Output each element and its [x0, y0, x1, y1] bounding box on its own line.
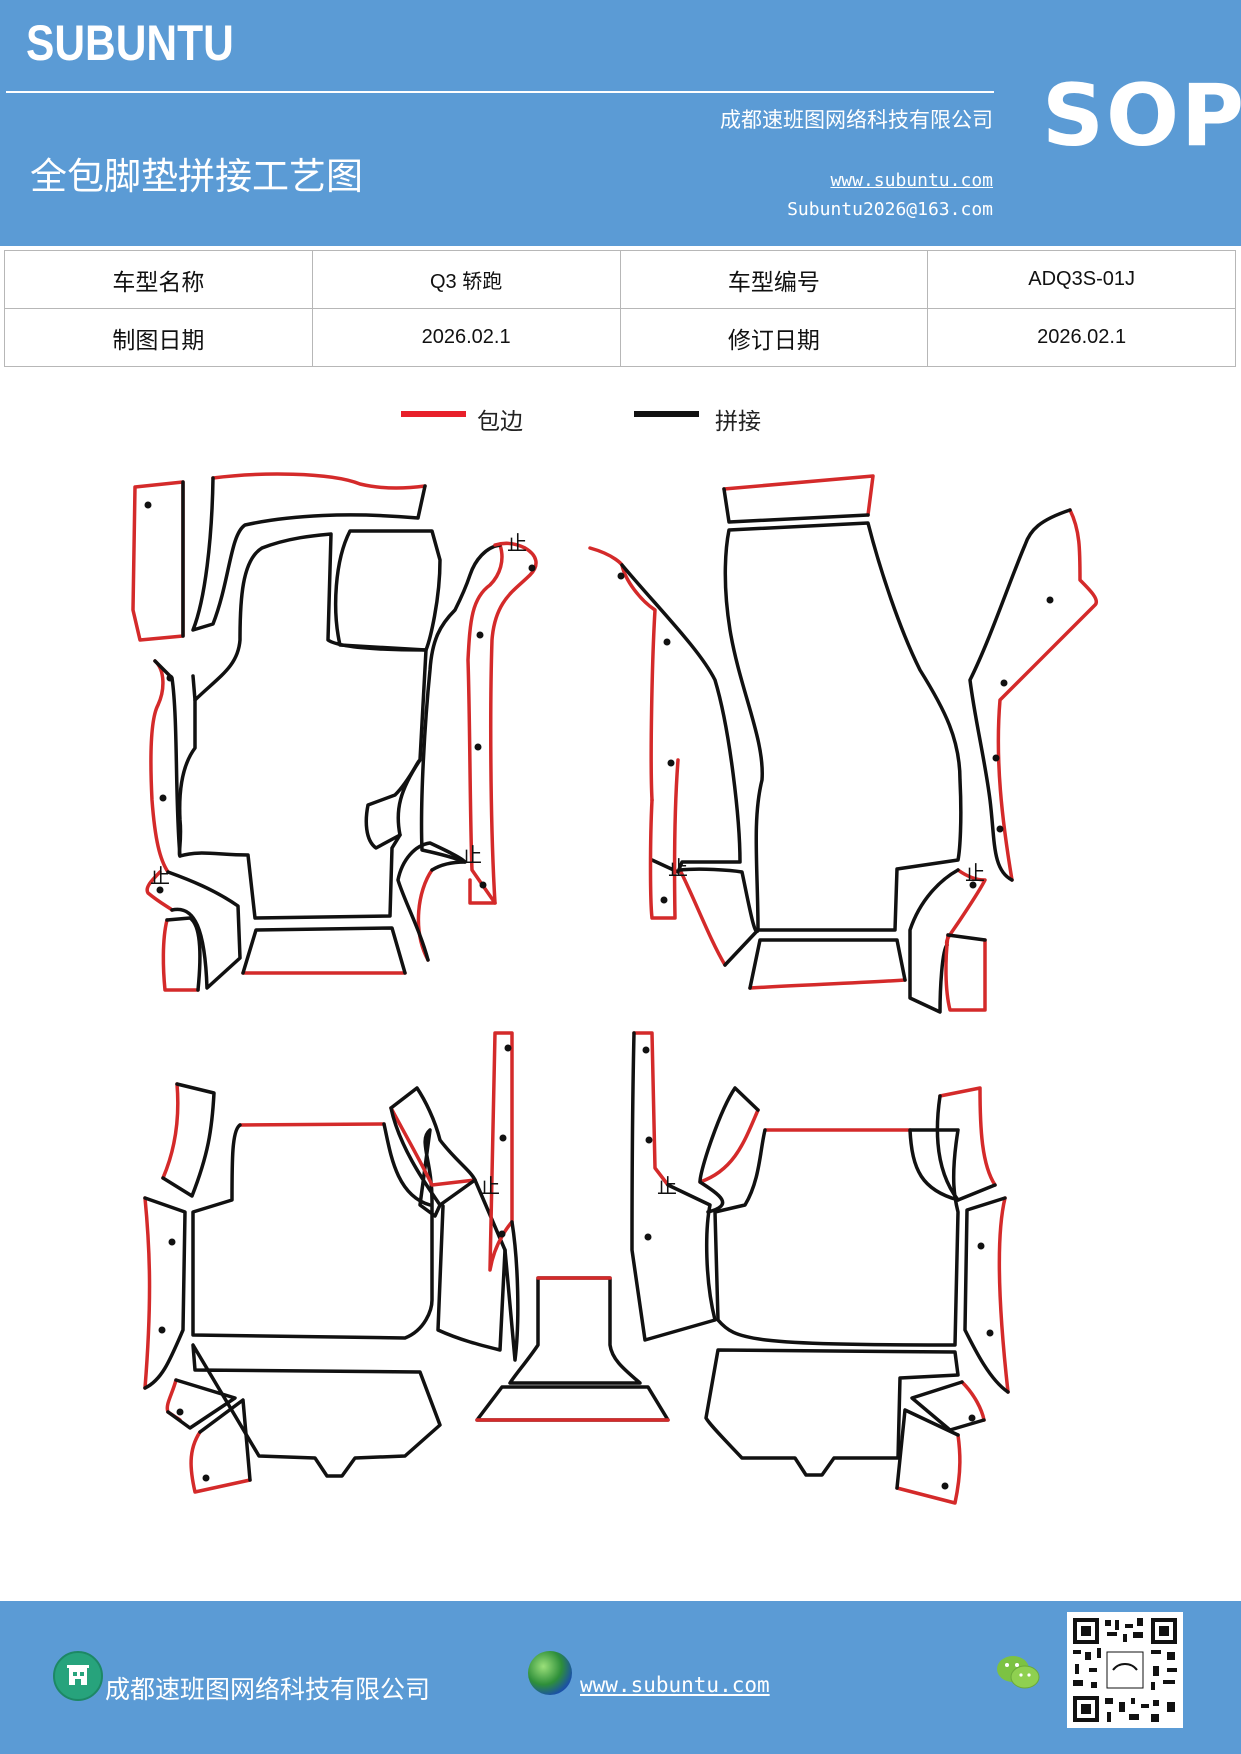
model-name-label: 车型名称	[4, 250, 313, 309]
stop-marks: 止 止 止 止 止 止 止	[150, 531, 985, 1198]
building-icon	[53, 1651, 103, 1701]
stop-mark: 止	[668, 856, 688, 880]
model-code-label: 车型编号	[619, 250, 929, 309]
model-code-value: ADQ3S-01J	[927, 250, 1236, 309]
stop-mark: 止	[480, 1174, 500, 1198]
page-header: SUBUNTU 成都速班图网络科技有限公司 全包脚垫拼接工艺图 www.subu…	[0, 0, 1241, 246]
brand-logo: SUBUNTU	[26, 15, 234, 71]
dot-markers	[144, 501, 1054, 1490]
footer-company: 成都速班图网络科技有限公司	[105, 1675, 431, 1704]
legend-label-edge: 包边	[477, 409, 523, 435]
wechat-icon[interactable]	[996, 1653, 1042, 1693]
header-divider	[6, 91, 994, 93]
document-title: 全包脚垫拼接工艺图	[30, 155, 363, 198]
revision-date-value: 2026.02.1	[927, 308, 1236, 367]
header-website-link[interactable]: www.subuntu.com	[830, 170, 993, 191]
front-left-mat-group	[131, 472, 538, 992]
draw-date-label: 制图日期	[4, 308, 313, 367]
legend-swatch-edge	[401, 411, 466, 417]
rear-right-mat-group	[630, 1031, 1010, 1505]
stop-mark: 止	[657, 1174, 677, 1198]
footer-website-link[interactable]: www.subuntu.com	[580, 1673, 770, 1697]
draw-date-value: 2026.02.1	[311, 308, 621, 367]
front-right-mat-group	[588, 474, 1098, 1014]
table-row: 车型名称 Q3 轿跑 车型编号 ADQ3S-01J	[4, 250, 1236, 309]
header-email: Subuntu2026@163.com	[787, 199, 993, 220]
revision-date-label: 修订日期	[619, 308, 929, 367]
floor-mat-diagram: 止 止 止 止 止 止 止	[131, 472, 1098, 1505]
model-name-value: Q3 轿跑	[311, 250, 621, 309]
stop-mark: 止	[965, 861, 985, 885]
legend: 包边 拼接	[0, 400, 1241, 440]
stop-mark: 止	[507, 531, 527, 555]
legend-label-seam: 拼接	[715, 409, 761, 435]
stop-mark: 止	[462, 843, 482, 867]
info-table: 车型名称 Q3 轿跑 车型编号 ADQ3S-01J 制图日期 2026.02.1…	[4, 250, 1236, 367]
qr-code	[1067, 1612, 1183, 1728]
table-row: 制图日期 2026.02.1 修订日期 2026.02.1	[4, 308, 1236, 367]
page-footer: 成都速班图网络科技有限公司 www.subuntu.com	[0, 1601, 1241, 1754]
stop-mark: 止	[150, 864, 170, 888]
legend-swatch-seam	[634, 411, 699, 417]
sop-badge: SOP	[1042, 66, 1241, 166]
globe-icon	[528, 1651, 572, 1695]
rear-left-mat-group	[143, 1031, 670, 1494]
header-company: 成都速班图网络科技有限公司	[720, 108, 993, 132]
